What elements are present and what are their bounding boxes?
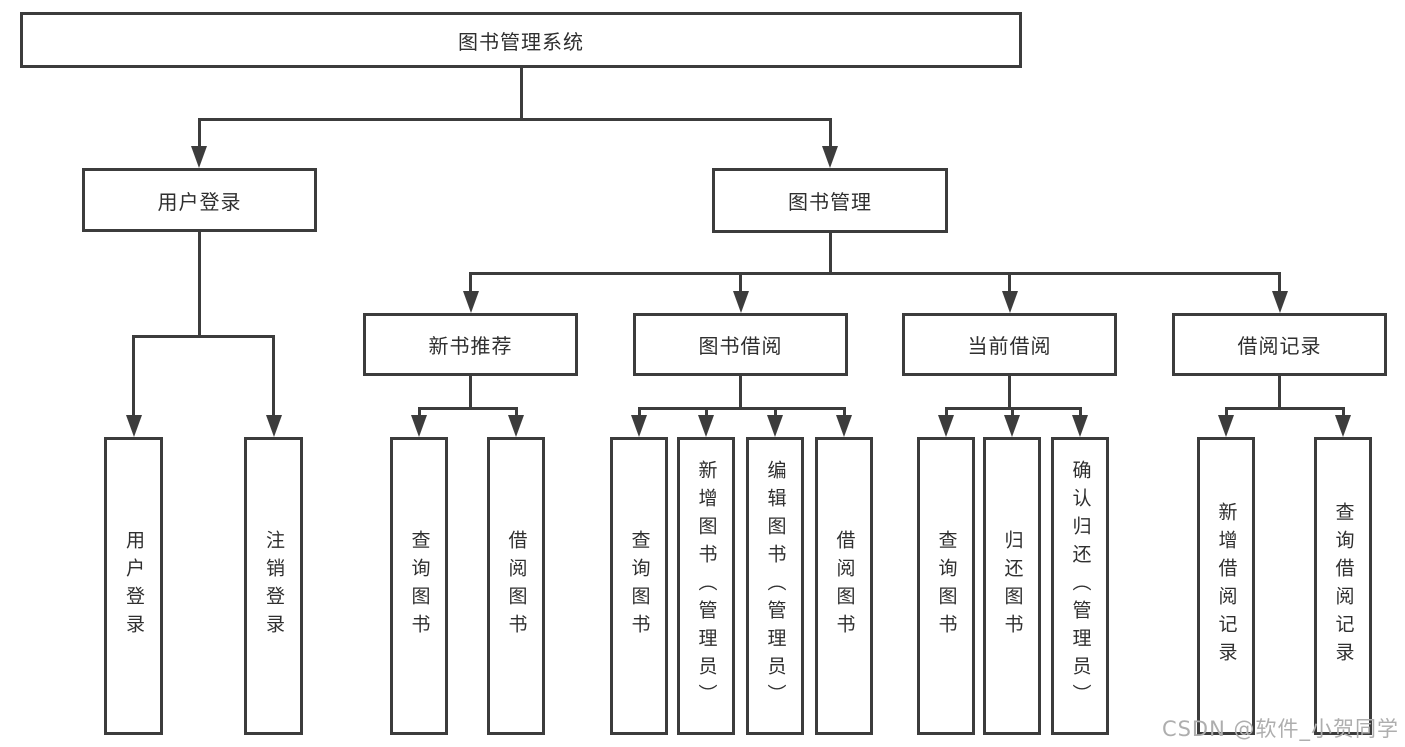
node-book-borrow: 图书借阅: [633, 313, 848, 376]
connector-records-stem: [1278, 376, 1281, 407]
connector-recommend-stem: [469, 376, 472, 407]
arrow-down-icon: [1001, 291, 1018, 313]
arrow-down-icon: [411, 415, 427, 437]
node-query-books-recommend: 查询图书: [390, 437, 448, 735]
arrow-down-icon: [191, 146, 207, 168]
connector-drop: [773, 407, 777, 419]
node-return-books: 归还图书: [983, 437, 1041, 735]
connector-drop: [637, 407, 641, 419]
connector-drop-login-leaf2: [272, 335, 275, 417]
arrow-down-icon: [265, 415, 282, 437]
arrow-down-icon: [698, 415, 714, 437]
node-add-books-admin: 新增图书（管理员）: [677, 437, 735, 735]
node-add-books-admin-label: 新增图书（管理员）: [695, 460, 718, 712]
node-current-borrow: 当前借阅: [902, 313, 1117, 376]
connector-borrow-branch: [637, 407, 846, 410]
node-borrow-books-leaf-label: 借阅图书: [833, 530, 856, 642]
node-current-borrow-label: 当前借阅: [967, 334, 1052, 358]
node-add-borrow-record-label: 新增借阅记录: [1215, 502, 1238, 670]
node-borrow-books-recommend-label: 借阅图书: [505, 530, 528, 642]
connector-drop-user-login: [197, 118, 201, 150]
connector-drop-recommend: [469, 272, 472, 296]
node-book-management-label: 图书管理: [788, 190, 872, 214]
arrow-down-icon: [767, 415, 783, 437]
arrow-down-icon: [732, 291, 749, 313]
node-query-books-borrow: 查询图书: [610, 437, 668, 735]
connector-drop: [944, 407, 948, 419]
node-query-books-borrow-label: 查询图书: [628, 530, 651, 642]
node-confirm-return-admin-label: 确认归还（管理员）: [1069, 460, 1092, 712]
connector-drop-borrow: [739, 272, 742, 296]
node-borrow-books-recommend: 借阅图书: [487, 437, 545, 735]
node-user-login-leaf: 用户登录: [104, 437, 163, 735]
connector-current-stem: [1008, 376, 1011, 407]
node-query-borrow-record: 查询借阅记录: [1314, 437, 1372, 735]
node-borrow-records-label: 借阅记录: [1237, 334, 1322, 358]
connector-drop: [1341, 407, 1345, 419]
connector-drop: [417, 407, 421, 419]
arrow-down-icon: [631, 415, 647, 437]
arrow-down-icon: [508, 415, 524, 437]
node-logout-leaf-label: 注销登录: [263, 530, 285, 642]
connector-drop: [514, 407, 518, 419]
connector-drop-current: [1008, 272, 1011, 296]
connector-drop: [704, 407, 708, 419]
arrow-down-icon: [822, 146, 838, 168]
connector-drop-records: [1278, 272, 1281, 296]
node-borrow-books-leaf: 借阅图书: [815, 437, 873, 735]
node-book-management: 图书管理: [712, 168, 948, 233]
node-confirm-return-admin: 确认归还（管理员）: [1051, 437, 1109, 735]
node-user-login-leaf-label: 用户登录: [123, 530, 145, 642]
node-query-books-current-label: 查询图书: [935, 530, 958, 642]
connector-mgmt-branch: [469, 272, 1281, 275]
node-edit-books-admin-label: 编辑图书（管理员）: [764, 460, 787, 712]
connector-drop: [1078, 407, 1082, 419]
connector-drop-login-leaf1: [132, 335, 135, 417]
node-return-books-label: 归还图书: [1001, 530, 1024, 642]
node-user-login: 用户登录: [82, 168, 317, 232]
connector-drop: [842, 407, 846, 419]
connector-login-stem: [197, 232, 201, 335]
node-query-books-recommend-label: 查询图书: [408, 530, 431, 642]
node-logout-leaf: 注销登录: [244, 437, 303, 735]
connector-drop-book-mgmt: [828, 118, 832, 150]
arrow-down-icon: [1072, 415, 1088, 437]
connector-borrow-stem: [739, 376, 742, 407]
connector-drop: [1010, 407, 1014, 419]
node-library-system-label: 图书管理系统: [458, 29, 584, 54]
arrow-down-icon: [1271, 291, 1288, 313]
node-book-borrow-label: 图书借阅: [698, 334, 783, 358]
node-new-book-recommend-label: 新书推荐: [428, 334, 513, 358]
connector-recommend-branch: [417, 407, 518, 410]
arrow-down-icon: [1218, 415, 1234, 437]
arrow-down-icon: [462, 291, 479, 313]
node-user-login-label: 用户登录: [157, 189, 242, 214]
connector-drop: [1224, 407, 1228, 419]
node-borrow-records: 借阅记录: [1172, 313, 1387, 376]
arrow-down-icon: [836, 415, 852, 437]
node-query-books-current: 查询图书: [917, 437, 975, 735]
connector-root-branch: [197, 118, 832, 121]
arrow-down-icon: [1004, 415, 1020, 437]
connector-records-branch: [1224, 407, 1345, 410]
node-query-borrow-record-label: 查询借阅记录: [1332, 502, 1355, 670]
connector-root-stem: [519, 68, 523, 118]
connector-mgmt-stem: [828, 233, 832, 272]
node-new-book-recommend: 新书推荐: [363, 313, 578, 376]
arrow-down-icon: [1335, 415, 1351, 437]
node-library-system: 图书管理系统: [20, 12, 1022, 68]
arrow-down-icon: [938, 415, 954, 437]
node-edit-books-admin: 编辑图书（管理员）: [746, 437, 804, 735]
arrow-down-icon: [125, 415, 142, 437]
node-add-borrow-record: 新增借阅记录: [1197, 437, 1255, 735]
csdn-watermark: CSDN @软件_小贺同学: [1161, 717, 1399, 741]
connector-login-branch: [131, 335, 275, 338]
